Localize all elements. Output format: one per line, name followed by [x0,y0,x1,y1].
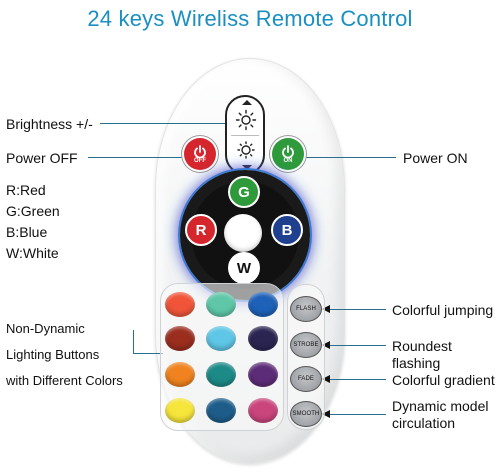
colorful-gradient-label: Colorful gradient [392,372,495,388]
fade-button[interactable]: FADE [290,366,322,392]
power-on-button[interactable]: ON [272,138,304,170]
color-swatch-button[interactable] [206,398,236,423]
color-swatch-button[interactable] [206,292,236,317]
brightness-pad [225,95,265,175]
dynamic-model-label: Dynamic model circulation [392,398,488,432]
power-on-leader [304,157,396,158]
colorful-jumping-label: Colorful jumping [392,302,494,318]
non-dynamic-leader-v [133,330,134,353]
color-swatch-button[interactable] [165,398,195,423]
non-dynamic-line-1: Non-Dynamic [6,321,85,336]
rgbw-legend: R:Red G:Green B:Blue W:White [6,180,60,264]
color-swatch-button[interactable] [165,292,195,317]
green-button[interactable]: G [228,176,260,208]
color-ring: G R B W [180,170,310,300]
non-dynamic-label: Non-Dynamic Lighting Buttons with Differ… [6,316,123,394]
pad-divider [231,135,259,136]
power-on-text: ON [283,157,293,164]
dynamic-model-line-1: Dynamic model [392,398,489,414]
fade-leader [324,379,386,380]
power-off-button[interactable]: OFF [184,138,216,170]
color-swatch-button[interactable] [165,326,195,351]
smooth-button[interactable]: SMOOTH [290,401,322,427]
non-dynamic-line-2: Lighting Buttons [6,347,100,362]
legend-white: W:White [6,245,59,261]
power-icon [282,144,294,158]
power-off-leader [88,157,184,158]
brightness-leader [100,123,228,124]
non-dynamic-leader [133,353,163,354]
color-swatch-button[interactable] [165,362,195,387]
legend-red: R:Red [6,182,46,198]
page-title: 24 keys Wireliss Remote Control [87,6,413,31]
smooth-leader [324,414,386,415]
legend-blue: B:Blue [6,224,48,240]
legend-green: G:Green [6,203,60,219]
power-off-text: OFF [194,157,206,164]
white-center-button[interactable] [224,214,262,252]
fade-arrow [322,375,330,383]
color-swatch-button[interactable] [248,292,278,317]
red-button[interactable]: R [185,214,217,246]
brightness-label: Brightness +/- [6,116,93,132]
power-on-label: Power ON [403,150,468,166]
strobe-button[interactable]: STROBE [290,332,322,358]
flash-leader [324,309,386,310]
flash-arrow [322,305,330,313]
down-arrow-icon [242,165,252,170]
color-swatch-button[interactable] [206,362,236,387]
color-swatch-button[interactable] [248,326,278,351]
dynamic-model-line-2: circulation [392,415,456,431]
smooth-arrow [322,410,330,418]
flash-button[interactable]: FLASH [290,296,322,322]
power-off-label: Power OFF [6,150,78,166]
color-swatch-button[interactable] [248,398,278,423]
power-icon [194,144,206,158]
strobe-arrow [322,341,330,349]
non-dynamic-line-3: with Different Colors [6,373,123,388]
color-swatch-button[interactable] [206,326,236,351]
strobe-leader [324,345,386,346]
up-arrow-icon [242,100,252,105]
blue-button[interactable]: B [271,214,303,246]
color-swatch-button[interactable] [248,362,278,387]
brightness-down-icon[interactable] [235,139,257,161]
brightness-up-icon[interactable] [235,109,257,131]
white-button[interactable]: W [228,252,260,284]
roundest-flashing-label: Roundest flashing [392,338,452,371]
